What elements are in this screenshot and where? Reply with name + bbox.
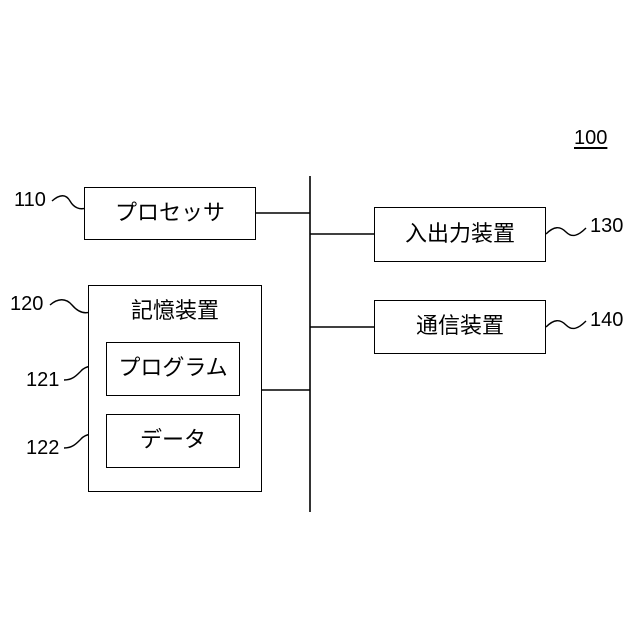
program-box: プログラム xyxy=(106,342,240,396)
leader-line-120 xyxy=(50,300,90,313)
data-box: データ xyxy=(106,414,240,468)
comm-device-ref-label: 140 xyxy=(590,310,623,330)
io-device-box: 入出力装置 xyxy=(374,207,546,262)
processor-ref-label: 110 xyxy=(14,190,46,210)
program-label: プログラム xyxy=(107,358,239,380)
io-device-ref-label: 130 xyxy=(590,216,623,236)
processor-box: プロセッサ xyxy=(84,187,256,240)
io-device-label: 入出力装置 xyxy=(375,224,545,246)
leader-line-110 xyxy=(52,196,86,209)
leader-line-130 xyxy=(546,228,586,236)
program-ref-label: 121 xyxy=(26,370,59,390)
comm-device-label: 通信装置 xyxy=(375,316,545,338)
comm-device-box: 通信装置 xyxy=(374,300,546,354)
leader-line-140 xyxy=(546,321,586,329)
data-label: データ xyxy=(107,430,239,452)
data-ref-label: 122 xyxy=(26,438,59,458)
figure-reference-label: 100 xyxy=(574,128,607,148)
processor-label: プロセッサ xyxy=(85,203,255,225)
storage-label: 記憶装置 xyxy=(89,301,261,323)
storage-ref-label: 120 xyxy=(10,294,43,314)
